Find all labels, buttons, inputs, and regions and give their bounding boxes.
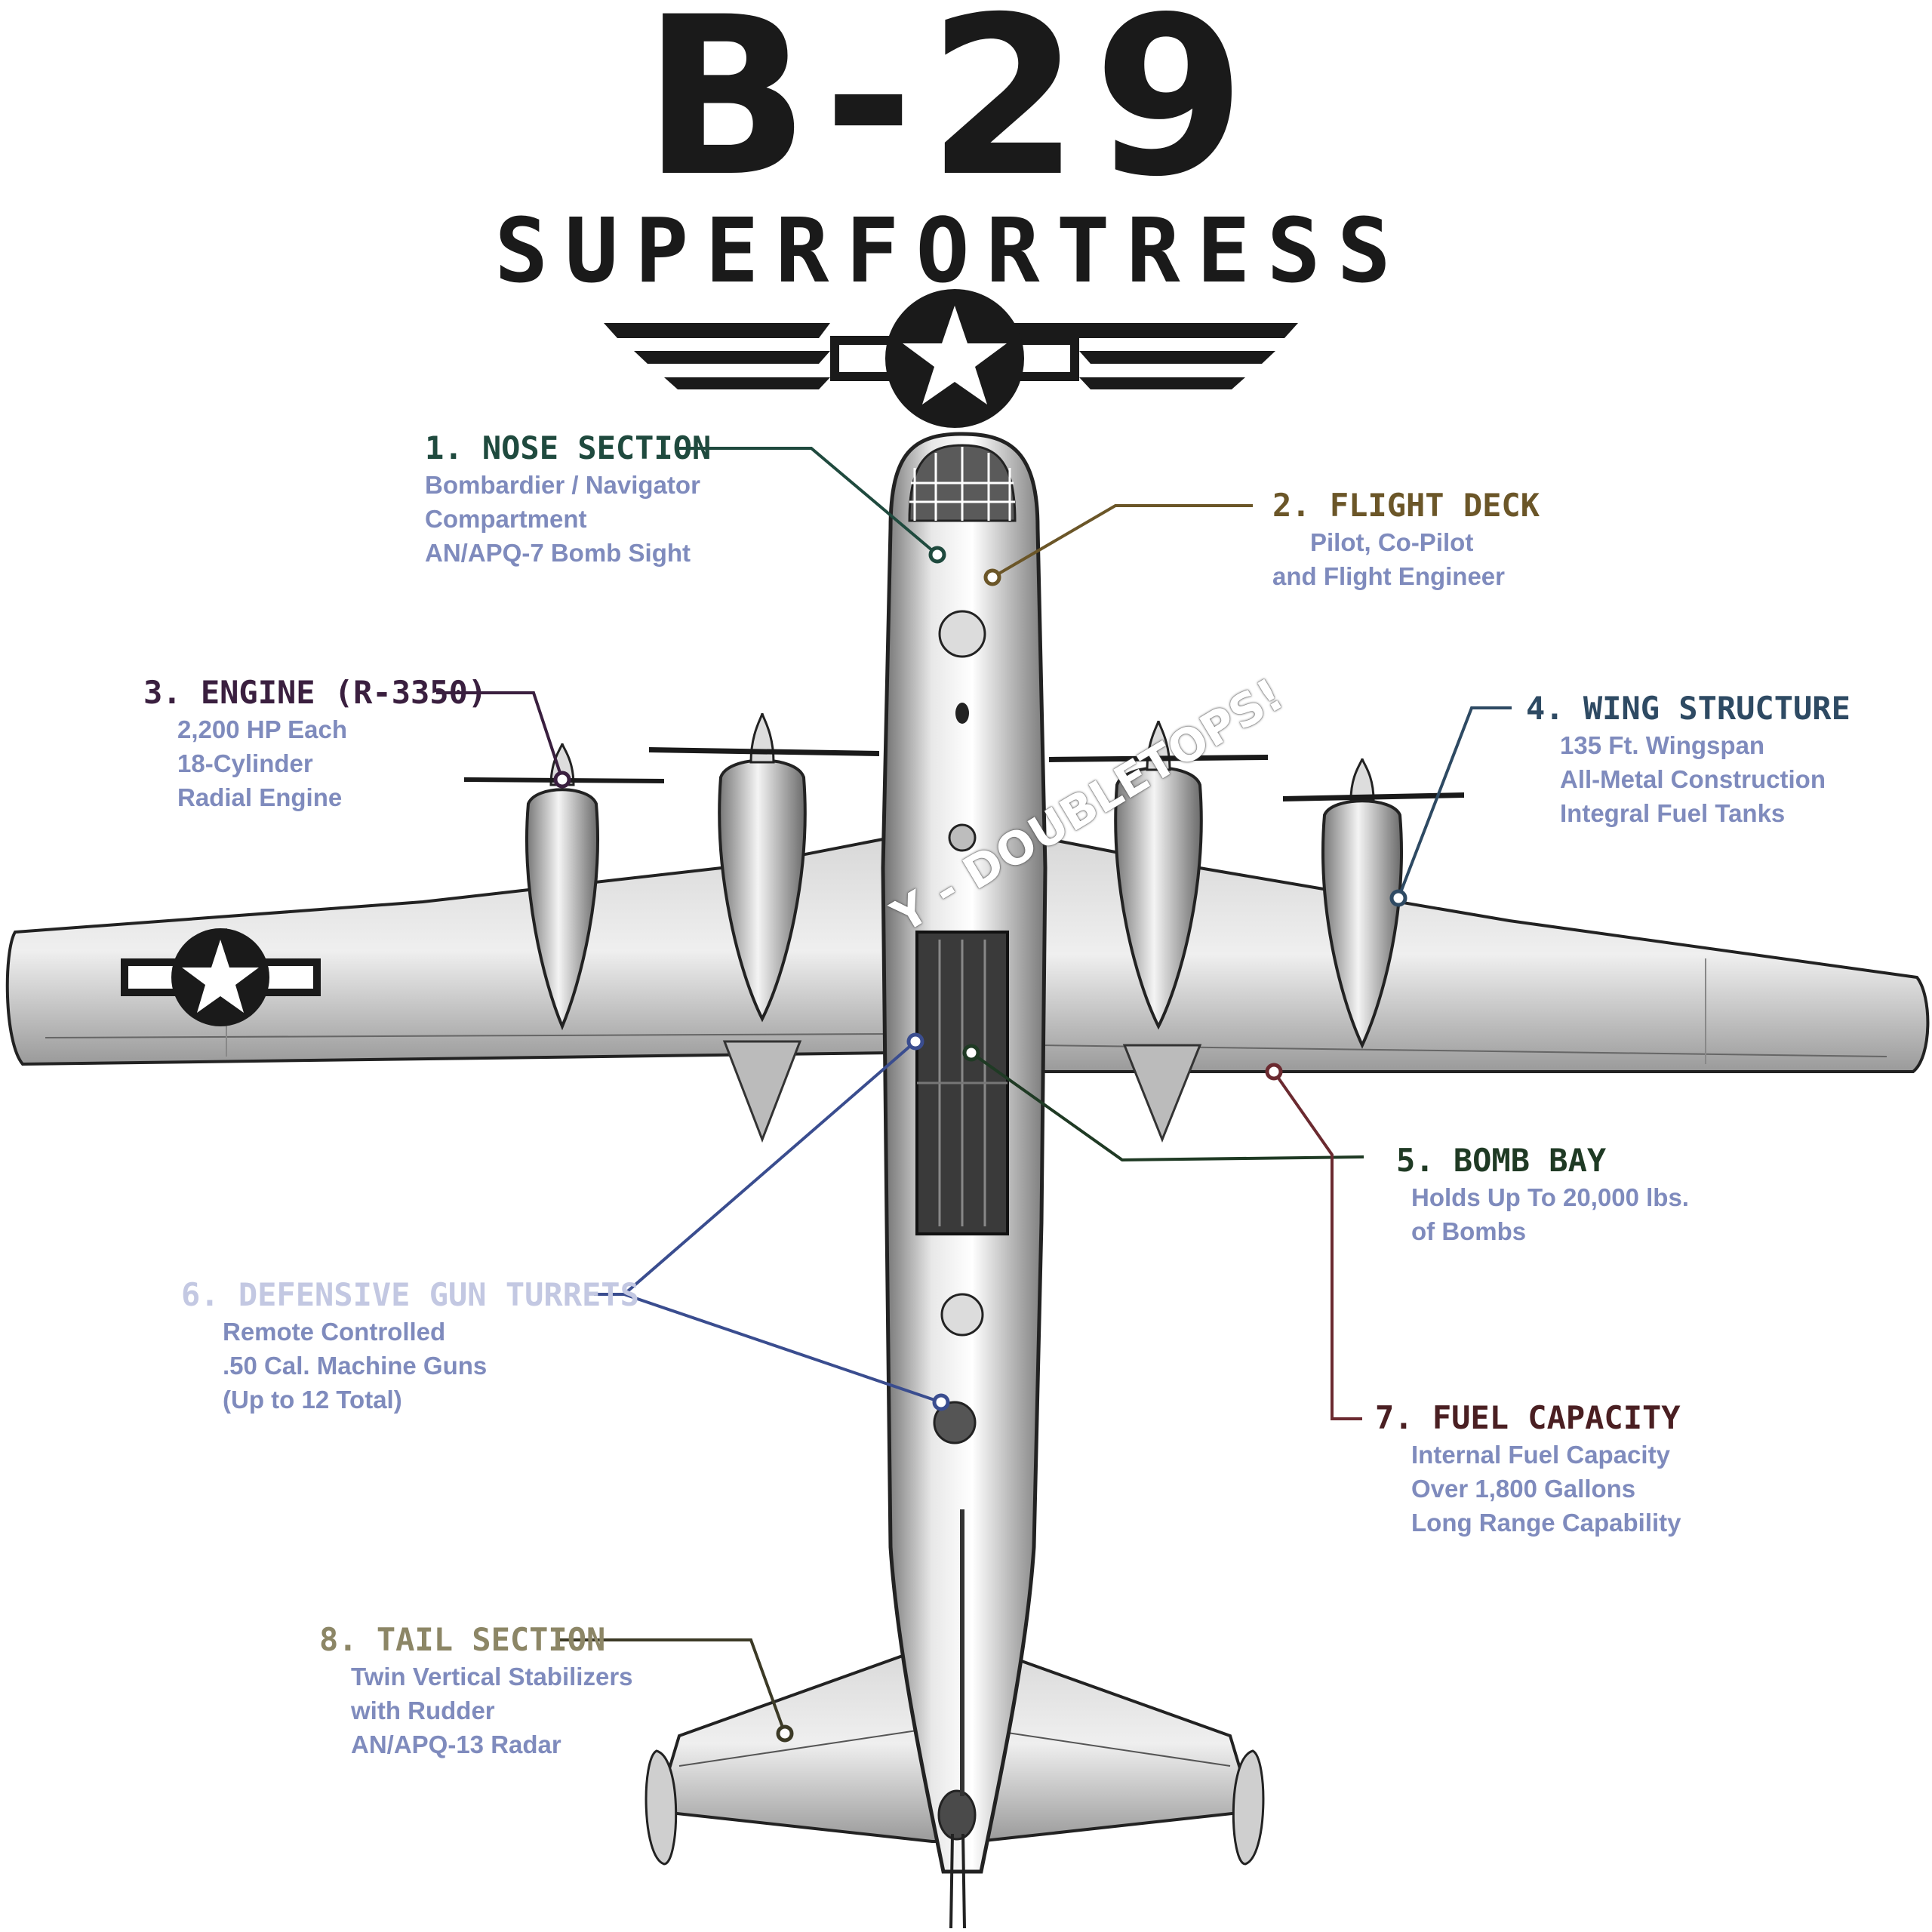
- callout-engine: 3. ENGINE (R-3350) 2,200 HP Each 18-Cyli…: [143, 673, 487, 814]
- callout-line: Bombardier / Navigator: [425, 471, 700, 499]
- fuselage: [881, 432, 1048, 1929]
- callout-flight-deck: 2. FLIGHT DECK Pilot, Co-Pilot and Fligh…: [1272, 486, 1540, 593]
- callout-heading: 7. FUEL CAPACITY: [1375, 1399, 1681, 1436]
- callout-tail-section: 8. TAIL SECTION Twin Vertical Stabilizer…: [319, 1620, 633, 1761]
- callout-line: .50 Cal. Machine Guns: [223, 1352, 488, 1380]
- callout-wing-structure: 4. WING STRUCTURE 135 Ft. Wingspan All-M…: [1526, 689, 1850, 830]
- callout-line: and Flight Engineer: [1272, 562, 1506, 590]
- leader-gun-turret-lower: [623, 1293, 942, 1404]
- callout-line: Radial Engine: [177, 783, 343, 811]
- engine-nacelles: [464, 712, 1464, 1143]
- callout-fuel-capacity: 7. FUEL CAPACITY Internal Fuel Capacity …: [1375, 1398, 1681, 1540]
- title-sub: SUPERFORTRESS: [494, 198, 1407, 303]
- leader-wing: [1397, 706, 1512, 899]
- callout-line: Over 1,800 Gallons: [1411, 1475, 1636, 1503]
- callout-line: Remote Controlled: [223, 1318, 446, 1346]
- callout-line: AN/APQ-13 Radar: [351, 1730, 561, 1758]
- leader-nose: [679, 447, 939, 556]
- callout-line: Long Range Capability: [1411, 1509, 1681, 1537]
- leader-lines: [436, 447, 1512, 1734]
- leader-flight-deck: [991, 504, 1253, 579]
- leader-fuel: [1272, 1070, 1362, 1420]
- callout-nose-section: 1. NOSE SECTION Bombardier / Navigator C…: [425, 429, 711, 570]
- callout-defensive-gun-turrets: 6. DEFENSIVE GUN TURRETS Remote Controll…: [181, 1275, 639, 1417]
- callout-line: All-Metal Construction: [1560, 765, 1826, 793]
- callout-line: Twin Vertical Stabilizers: [351, 1663, 633, 1690]
- callout-line: Compartment: [425, 505, 587, 533]
- callout-heading: 4. WING STRUCTURE: [1526, 690, 1850, 727]
- callout-heading: 5. BOMB BAY: [1396, 1142, 1607, 1179]
- leader-bomb-bay: [970, 1051, 1364, 1162]
- callout-heading: 3. ENGINE (R-3350): [143, 674, 488, 711]
- callout-line: AN/APQ-7 Bomb Sight: [425, 539, 691, 567]
- callout-heading: 6. DEFENSIVE GUN TURRETS: [181, 1276, 639, 1313]
- roundel-emblem-icon: [604, 289, 1298, 428]
- callout-heading: 2. FLIGHT DECK: [1272, 487, 1540, 524]
- main-wing: [5, 835, 1930, 1073]
- callout-heading: 1. NOSE SECTION: [425, 429, 712, 466]
- callout-line: Pilot, Co-Pilot: [1310, 528, 1474, 556]
- callout-line: 135 Ft. Wingspan: [1560, 731, 1765, 759]
- callout-line: with Rudder: [351, 1697, 495, 1724]
- callout-line: Integral Fuel Tanks: [1560, 799, 1786, 827]
- leader-dots: [553, 546, 1407, 1743]
- leader-tail: [558, 1638, 786, 1734]
- callout-bomb-bay: 5. BOMB BAY Holds Up To 20,000 lbs. of B…: [1396, 1141, 1689, 1248]
- callout-heading: 8. TAIL SECTION: [319, 1621, 606, 1658]
- callout-line: 2,200 HP Each: [177, 715, 348, 743]
- callout-line: Holds Up To 20,000 lbs.: [1411, 1183, 1689, 1211]
- title-main: B-29: [642, 0, 1260, 225]
- callout-line: (Up to 12 Total): [223, 1386, 402, 1414]
- callout-line: Internal Fuel Capacity: [1411, 1441, 1670, 1469]
- leader-engine: [436, 691, 564, 780]
- callout-line: 18-Cylinder: [177, 749, 313, 777]
- callout-line: of Bombs: [1411, 1217, 1527, 1245]
